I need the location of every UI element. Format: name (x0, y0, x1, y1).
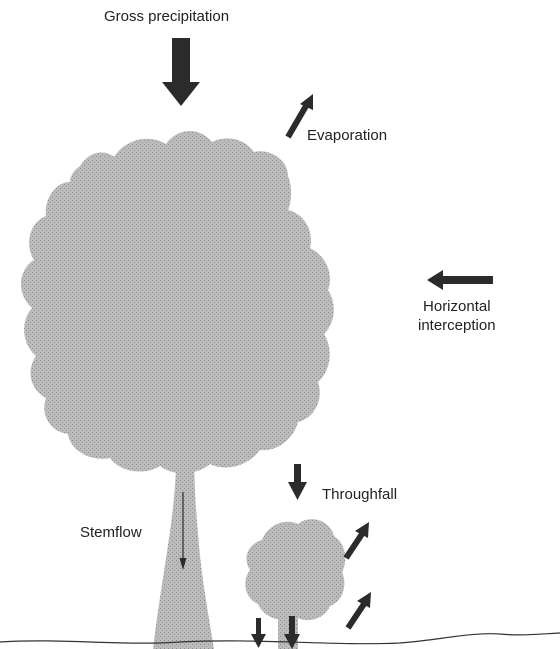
small-tree-canopy (245, 519, 345, 620)
horizontal-interception-arrow (427, 270, 493, 290)
small-tree-evaporation-arrow-upper (346, 522, 369, 558)
evaporation-label: Evaporation (307, 126, 387, 145)
throughfall-label: Throughfall (322, 485, 397, 504)
small-tree-evaporation-arrow-lower (348, 592, 371, 628)
throughfall-arrow (288, 464, 307, 500)
horizontal-interception-line1: Horizontal (418, 297, 496, 316)
horizontal-interception-line2: interception (418, 316, 496, 335)
gross-precipitation-label: Gross precipitation (104, 7, 229, 26)
horizontal-interception-label: Horizontal interception (418, 297, 496, 335)
ground-arrow-left (251, 618, 266, 648)
large-tree-canopy (21, 131, 334, 473)
gross-precipitation-arrow (162, 38, 200, 106)
stemflow-label: Stemflow (80, 523, 142, 542)
